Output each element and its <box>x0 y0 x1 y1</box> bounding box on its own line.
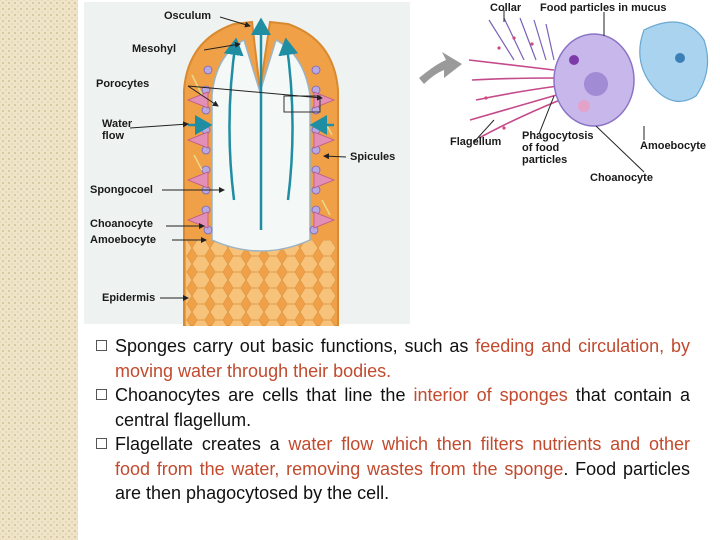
zoom-arrow <box>419 52 462 84</box>
bullet-3-text-b: . Food particles are then phagocytosed b… <box>115 458 690 504</box>
label-amoebocyte-detail: Amoebocyte <box>640 140 707 152</box>
label-amoebocyte: Amoebocyte <box>90 234 157 246</box>
label-flagellum: Flagellum <box>450 136 502 148</box>
bullet-1-highlight: feeding and circulation, by moving water… <box>115 336 691 381</box>
bullet-3-text-a: Flagellate creates a <box>115 434 289 454</box>
bullet-2-highlight: interior of sponges <box>413 385 568 405</box>
bullet-item-1: Sponges carry out basic functions, such … <box>94 334 690 383</box>
epidermis-texture <box>186 240 336 326</box>
bullet-2-text-b: that contain a central flagellum. <box>115 385 690 430</box>
bullet-box-icon <box>96 389 107 400</box>
label-choanocyte: Choanocyte <box>90 218 153 230</box>
label-phagocytosis: Phagocytosis of food particles <box>522 130 594 166</box>
bullet-box-icon <box>96 438 107 449</box>
label-osculum: Osculum <box>164 10 212 22</box>
label-choanocyte-detail: Choanocyte <box>590 172 653 184</box>
label-spongocoel: Spongocoel <box>90 184 153 196</box>
bullet-box-icon <box>96 340 107 351</box>
bullet-1-text-a: Sponges carry out basic functions, such … <box>115 336 476 356</box>
bullet-2-text-a: Choanocytes are cells that line the <box>115 385 414 405</box>
label-water-flow: Water flow <box>102 118 133 142</box>
bullet-3-highlight: water flow which then filters nutrients … <box>115 434 690 479</box>
label-spicules: Spicules <box>350 151 396 163</box>
bullet-item-3: Flagellate creates a water flow which th… <box>94 432 690 506</box>
label-epidermis: Epidermis <box>102 292 156 304</box>
choanocyte-detail <box>468 17 709 139</box>
label-collar: Collar <box>490 2 522 14</box>
sponge-anatomy-illustration <box>84 2 709 326</box>
bullet-item-2: Choanocytes are cells that line the inte… <box>94 383 690 432</box>
label-porocytes: Porocytes <box>96 78 150 90</box>
water-flow-arrows <box>188 17 334 230</box>
label-mesohyl: Mesohyl <box>132 43 177 55</box>
porocytes <box>186 91 336 229</box>
sponge-anatomy-figure: Osculum Mesohyl Porocytes Water flow Spi… <box>84 0 720 326</box>
spicules <box>191 74 333 216</box>
decorative-side-strip <box>0 0 78 540</box>
bullet-list: Sponges carry out basic functions, such … <box>94 334 690 506</box>
leader-lines <box>129 10 645 301</box>
label-food-particles-in-mucus: Food particles in mucus <box>540 2 667 14</box>
